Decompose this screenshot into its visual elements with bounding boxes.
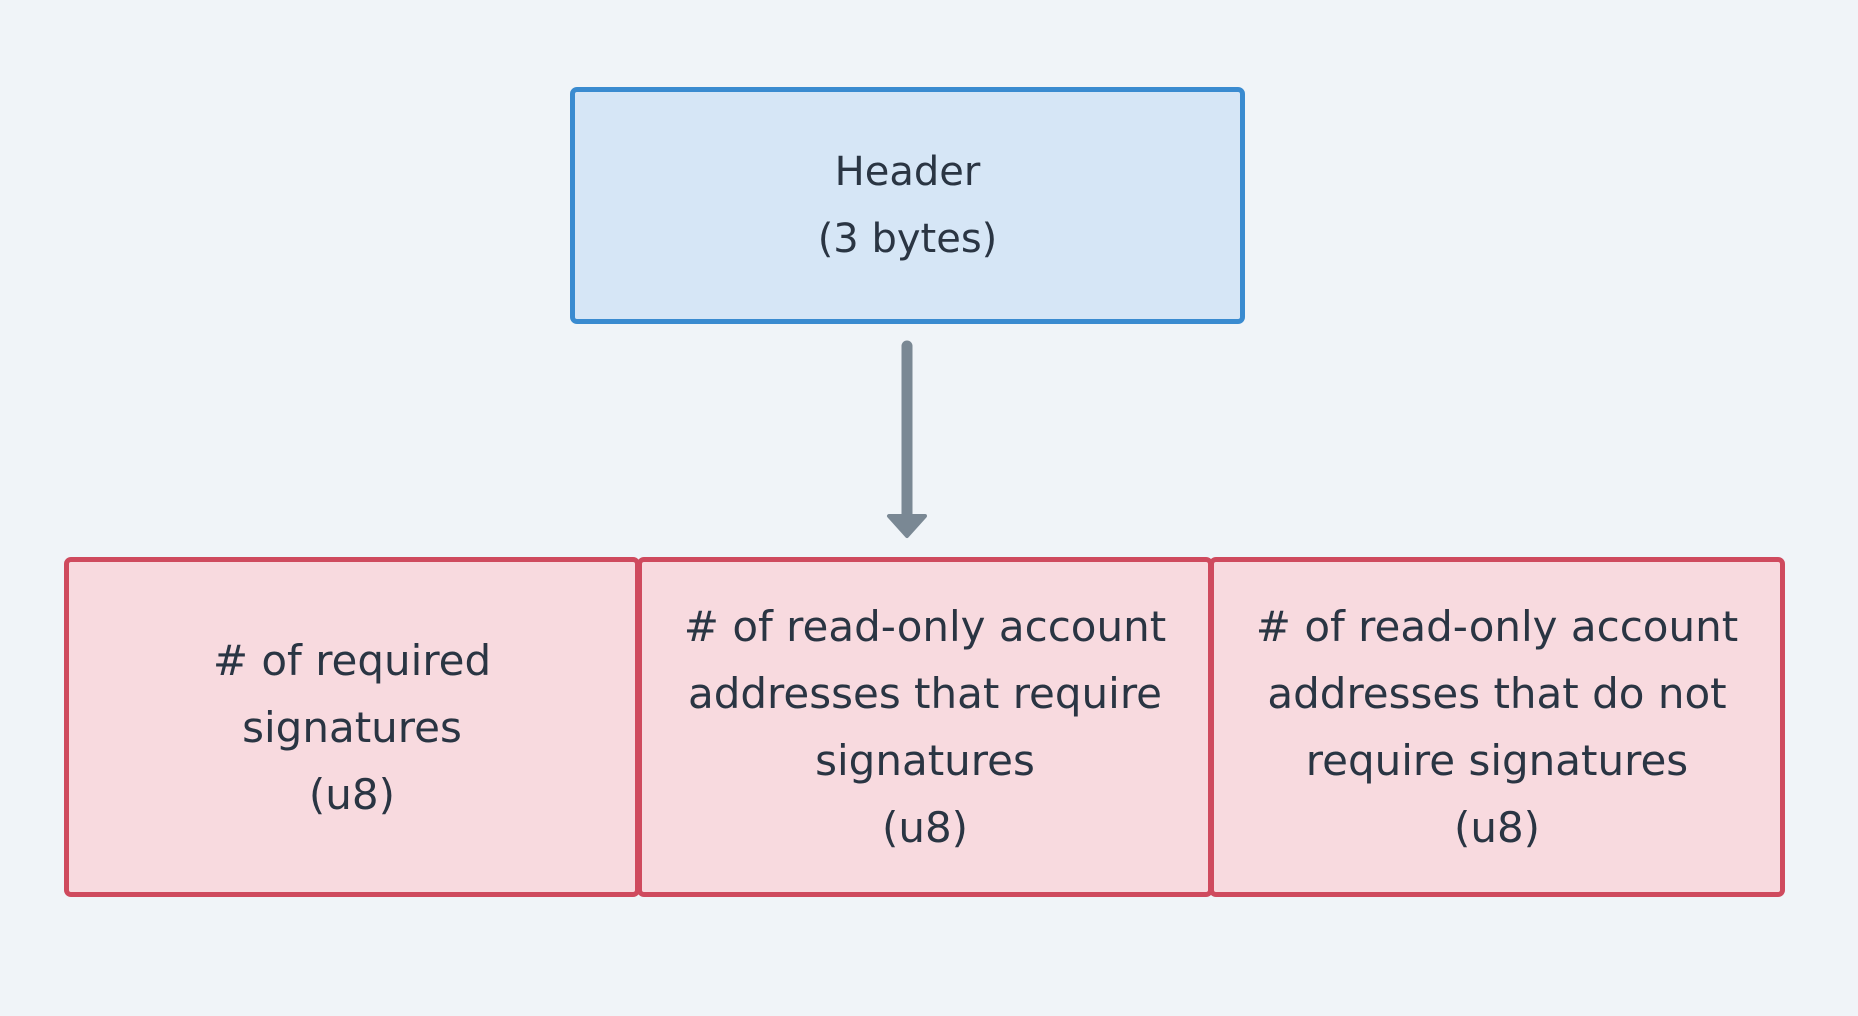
header-title: Header <box>834 148 981 195</box>
field-label-line: addresses that require <box>687 669 1163 718</box>
field-type: (u8) <box>308 769 396 819</box>
arrow-head <box>887 514 927 538</box>
field-label-line: # of read-only account <box>1255 602 1739 651</box>
field-label-line: require signatures <box>1305 736 1689 785</box>
header-size: (3 bytes) <box>817 215 998 262</box>
field-readonly-unsigned-accounts: # of read-only account addresses that do… <box>1209 557 1785 897</box>
field-label-line: signatures <box>242 702 462 752</box>
field-required-signatures: # of required signatures (u8) <box>64 557 640 897</box>
field-type: (u8) <box>1453 803 1541 852</box>
field-label-line: signatures <box>815 736 1035 785</box>
field-label-line: # of read-only account <box>683 602 1167 651</box>
field-label-line: addresses that do not <box>1267 669 1727 718</box>
field-label-line: # of required <box>212 635 492 685</box>
field-type: (u8) <box>881 803 969 852</box>
field-readonly-signed-accounts: # of read-only account addresses that re… <box>637 557 1213 897</box>
header-box: Header (3 bytes) <box>570 87 1245 324</box>
